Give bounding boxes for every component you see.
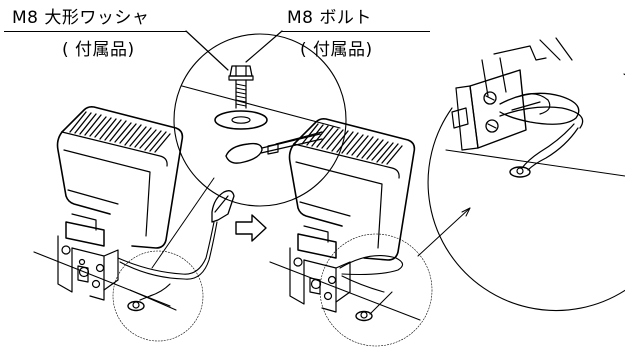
detail-leader-right bbox=[417, 207, 471, 257]
detail-leader-left bbox=[151, 177, 215, 269]
bolt-accessory-note: ( 付属品) bbox=[300, 40, 373, 60]
washer-label: M8 大形ワッシャ bbox=[12, 8, 150, 28]
safety-wire-left bbox=[117, 190, 235, 301]
washer-detail-magnified bbox=[173, 33, 347, 207]
washer-leader-line bbox=[185, 30, 229, 71]
detail-circle-right bbox=[319, 233, 433, 347]
floodlight-fixture-right bbox=[269, 118, 421, 321]
bolt-label: M8 ボルト bbox=[287, 8, 372, 28]
hollow-right-arrow-icon bbox=[235, 214, 267, 242]
anchor-bolt-right bbox=[355, 291, 393, 322]
bolt-leader-line bbox=[245, 30, 283, 63]
washer-label-underline bbox=[4, 31, 186, 33]
floodlight-fixture-left bbox=[33, 106, 184, 311]
detail-circle-left bbox=[112, 250, 204, 342]
bolt-label-underline bbox=[282, 31, 430, 33]
washer-accessory-note: ( 付属品) bbox=[62, 40, 135, 60]
bracket-detail-magnified bbox=[427, 37, 625, 312]
anchor-bolt-left bbox=[127, 300, 145, 312]
